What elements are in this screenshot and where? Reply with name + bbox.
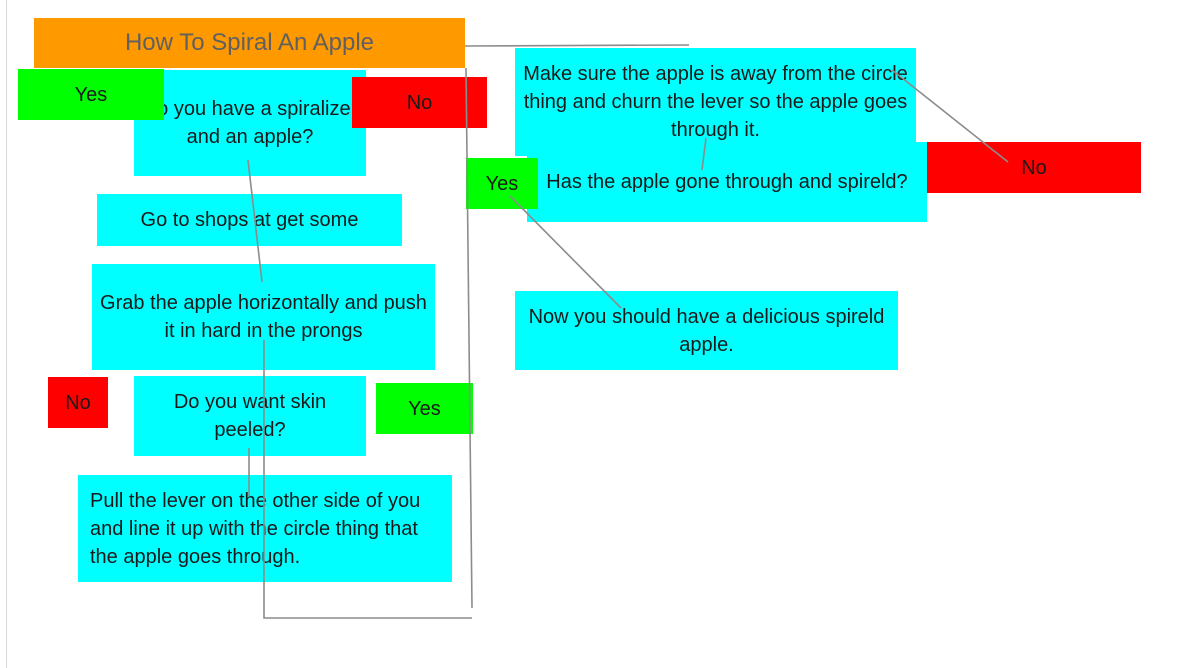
step-grab-apple: Grab the apple horizontally and push it … <box>92 264 435 370</box>
connector-right-trunk <box>465 67 473 609</box>
answer-yes-spiralizer: Yes <box>18 69 164 120</box>
step-churn-lever: Make sure the apple is away from the cir… <box>515 48 916 156</box>
step-pull-lever: Pull the lever on the other side of you … <box>78 475 452 582</box>
canvas-left-border <box>6 0 7 668</box>
connector-title-to-right <box>464 44 690 47</box>
answer-no-skin: No <box>48 377 108 428</box>
answer-no-gone-through: No <box>927 142 1141 193</box>
step-go-to-shops: Go to shops at get some <box>97 194 402 246</box>
step-delicious-apple: Now you should have a delicious spireld … <box>515 291 898 370</box>
step-gone-through: Has the apple gone through and spireld? <box>527 142 927 222</box>
flowchart-title: How To Spiral An Apple <box>34 18 465 68</box>
answer-no-spiralizer: No <box>352 77 487 128</box>
step-have-spiralizer: Do you have a spiralizer and an apple? <box>134 70 366 176</box>
answer-yes-gone-through: Yes <box>466 158 538 209</box>
answer-yes-skin: Yes <box>376 383 473 434</box>
step-skin-peeled: Do you want skin peeled? <box>134 376 366 456</box>
